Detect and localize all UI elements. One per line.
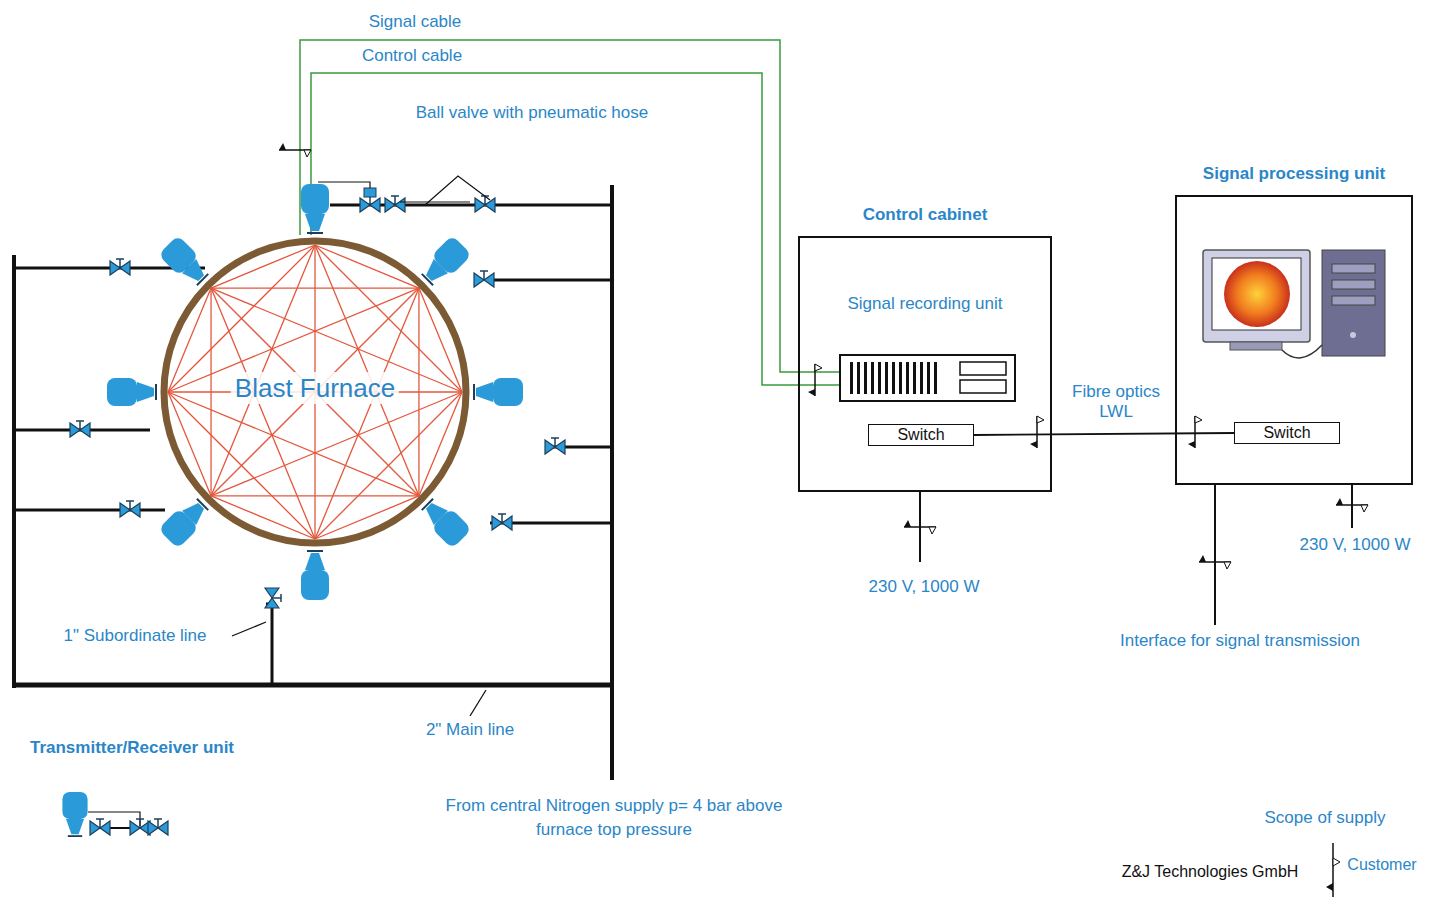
measurement-path — [315, 245, 419, 496]
annotation-label: Transmitter/Receiver unit — [30, 736, 234, 760]
valve-symbol — [130, 819, 150, 835]
annotation-label: 230 V, 1000 W — [869, 575, 980, 599]
signal-recording-device — [840, 355, 1015, 401]
transmitter-receiver-unit — [62, 792, 87, 836]
valve-symbol — [545, 438, 565, 454]
transmitter-receiver-unit — [301, 551, 329, 600]
switch-box: Switch — [868, 424, 974, 446]
cable-line — [798, 371, 840, 373]
valve-symbol — [360, 196, 380, 212]
node-label: Switch — [897, 425, 944, 444]
valve-symbol — [265, 588, 281, 608]
annotation-label: 1" Subordinate line — [63, 624, 206, 648]
pneumatic-actuator — [364, 188, 376, 197]
measurement-path — [315, 288, 419, 539]
connector-label: Control cable — [362, 46, 462, 66]
valve-symbol — [120, 501, 140, 517]
scope-marker — [1336, 498, 1368, 512]
node-heading: Signal processing unit — [1203, 164, 1385, 184]
measurement-path — [211, 495, 419, 496]
valve-symbol — [148, 819, 168, 835]
cable-line — [798, 384, 840, 386]
measurement-path — [168, 392, 419, 496]
node-heading: Control cabinet — [863, 205, 988, 225]
transmitter-receiver-unit — [418, 495, 472, 549]
node-label: Switch — [1263, 423, 1310, 442]
valve-symbol — [70, 421, 90, 437]
computer-icon — [1203, 250, 1385, 358]
cable-connector — [300, 40, 798, 372]
cabinet-box: Control cabinetSignal recording unitSwit… — [798, 236, 1052, 492]
measurement-path — [211, 288, 419, 496]
measurement-path — [211, 287, 419, 288]
scope-marker — [1030, 416, 1044, 448]
valve-symbol — [90, 819, 110, 835]
measurement-path — [211, 288, 419, 496]
annotation-label: From central Nitrogen supply p= 4 bar ab… — [444, 794, 784, 842]
legend-text: Customer — [1347, 853, 1416, 877]
measurement-path — [211, 288, 315, 539]
switch-box: Switch — [1234, 422, 1340, 444]
annotation-label: 230 V, 1000 W — [1300, 533, 1411, 557]
transmitter-receiver-unit — [107, 378, 156, 406]
leader-line — [470, 690, 486, 716]
valve-symbol — [385, 196, 405, 212]
annotation-label: Scope of supply — [1265, 806, 1386, 830]
valve-symbol — [492, 514, 512, 530]
measurement-path — [210, 288, 211, 496]
node-label: Blast Furnace — [231, 372, 399, 404]
annotation-label: Ball valve with pneumatic hose — [416, 101, 648, 125]
annotation-label: 2" Main line — [426, 718, 514, 742]
node-label: Signal recording unit — [848, 294, 1003, 314]
valve-symbol — [110, 259, 130, 275]
measurement-path — [168, 392, 315, 539]
transmitter-receiver-unit — [474, 378, 523, 406]
transmitter-receiver-unit — [158, 495, 212, 549]
pipe-line — [12, 255, 16, 688]
furnace-wall — [164, 241, 466, 543]
pipe-line — [490, 279, 612, 282]
cable-connector — [311, 73, 798, 385]
measurement-path — [211, 245, 315, 496]
annotation-label: Interface for signal transmission — [1120, 629, 1360, 653]
scope-legend-symbol — [1326, 843, 1340, 897]
scope-marker — [1188, 416, 1202, 448]
connector-label: Signal cable — [369, 12, 462, 32]
scope-marker — [808, 364, 822, 396]
connector-label: Fibre optics LWL — [1064, 382, 1168, 422]
scope-marker — [904, 520, 936, 534]
pipe-line — [1351, 485, 1353, 528]
pipe-line — [14, 509, 165, 512]
scope-marker — [279, 143, 311, 157]
pipe-line — [1214, 485, 1216, 625]
valve-symbol — [474, 271, 494, 287]
pneumatic-hose — [425, 176, 490, 205]
pipe-line — [610, 185, 614, 780]
cabinet-box: Signal processing unitSwitch — [1175, 195, 1413, 485]
scope-marker — [1199, 555, 1231, 569]
pipe-line — [400, 202, 470, 203]
pipe-line — [271, 600, 274, 685]
furnace-circle: Blast Furnace — [160, 235, 470, 549]
transmitter-receiver-unit — [301, 184, 329, 233]
leader-line — [232, 622, 266, 636]
transmitter-receiver-unit — [418, 235, 472, 289]
legend-text: Z&J Technologies GmbH — [1122, 860, 1299, 884]
measurement-path — [211, 392, 462, 496]
pipe-line — [12, 683, 614, 688]
valve-symbol — [475, 196, 495, 212]
transmitter-receiver-unit — [158, 235, 212, 289]
